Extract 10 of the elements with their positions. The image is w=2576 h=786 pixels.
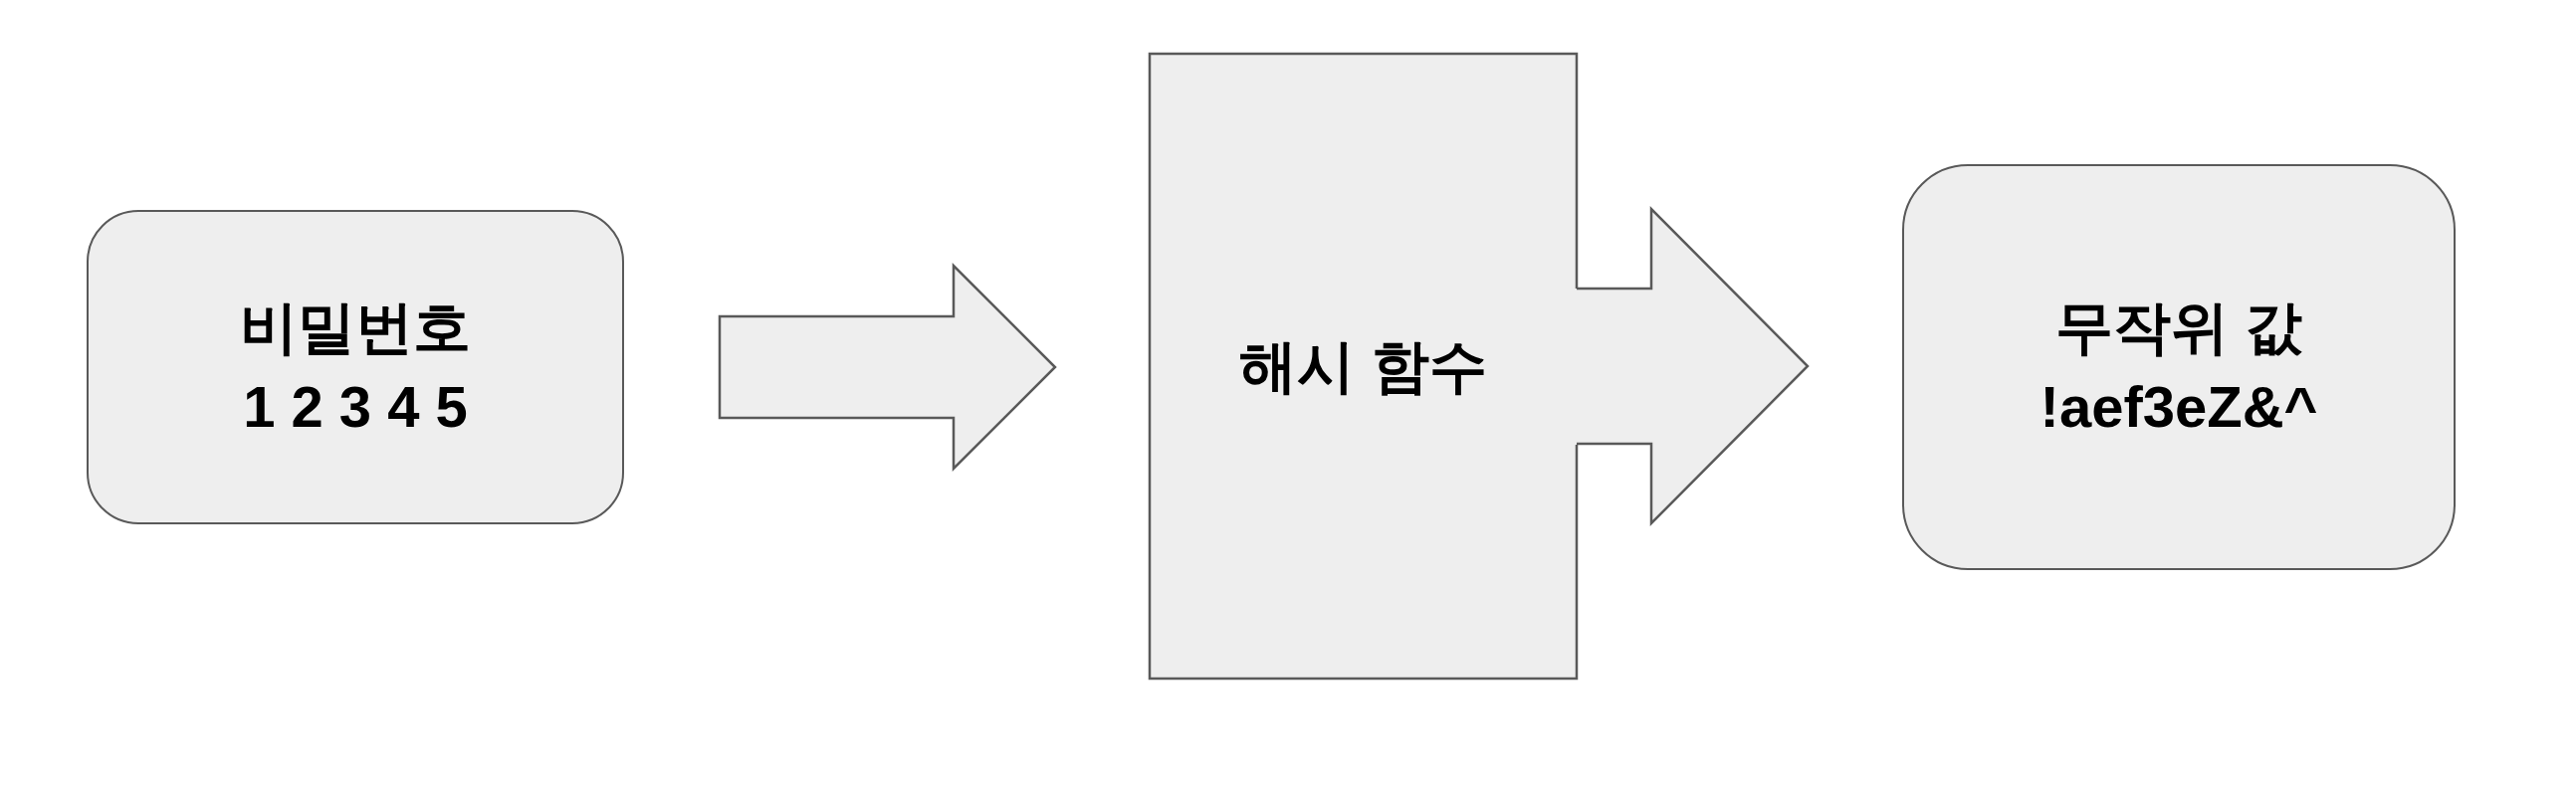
input-box	[87, 210, 624, 524]
heading-text: 비밀번호	[240, 294, 471, 361]
process-box	[1150, 54, 1577, 679]
block-arrow	[718, 263, 1057, 472]
value-text: !aef3eZ&^	[2039, 373, 2318, 441]
label-text: 해시 함수	[1239, 332, 1487, 400]
value-text: 1 2 3 4 5	[243, 373, 468, 441]
heading-text: 무작위 값	[2054, 294, 2303, 361]
block-arrow	[1575, 205, 1810, 527]
output-box	[1902, 164, 2456, 570]
